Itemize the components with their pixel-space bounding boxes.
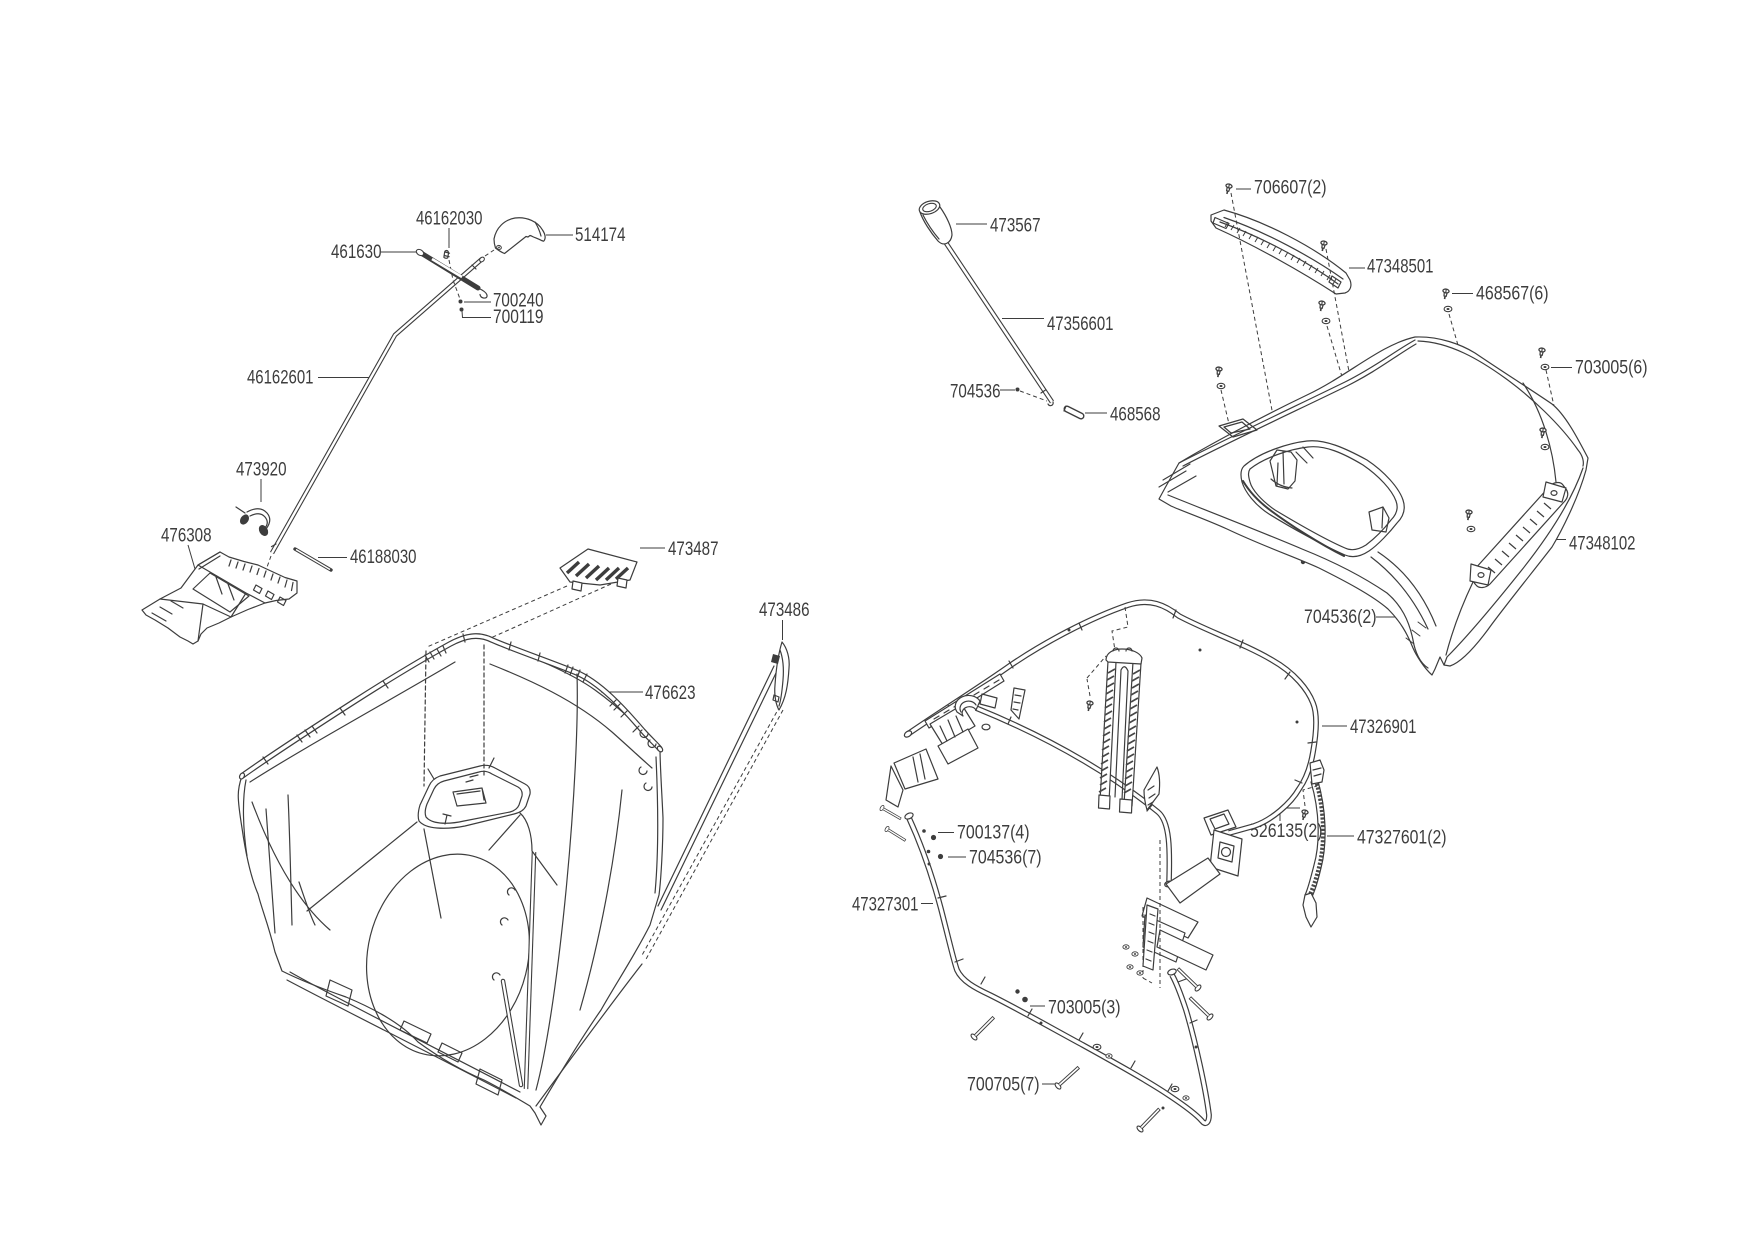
svg-text:700240: 700240 bbox=[493, 290, 544, 312]
svg-text:473567: 473567 bbox=[990, 215, 1041, 237]
svg-text:46162030: 46162030 bbox=[416, 208, 483, 230]
svg-text:706607(2): 706607(2) bbox=[1254, 177, 1327, 199]
svg-text:468568: 468568 bbox=[1110, 404, 1161, 426]
svg-text:704536: 704536 bbox=[950, 381, 1001, 403]
svg-text:476308: 476308 bbox=[161, 525, 212, 547]
svg-text:47348102: 47348102 bbox=[1569, 533, 1636, 555]
svg-text:473486: 473486 bbox=[759, 599, 810, 621]
svg-text:46188030: 46188030 bbox=[350, 546, 417, 568]
svg-text:47327301: 47327301 bbox=[852, 894, 919, 916]
svg-text:704536(7): 704536(7) bbox=[969, 847, 1042, 869]
svg-text:47326901: 47326901 bbox=[1350, 716, 1417, 738]
svg-text:46162601: 46162601 bbox=[247, 367, 314, 389]
svg-text:47348501: 47348501 bbox=[1367, 256, 1434, 278]
svg-text:700705(7): 700705(7) bbox=[967, 1074, 1040, 1096]
svg-text:468567(6): 468567(6) bbox=[1476, 283, 1549, 305]
svg-text:700119: 700119 bbox=[493, 306, 544, 328]
svg-text:47327601(2): 47327601(2) bbox=[1357, 827, 1447, 849]
svg-text:47356601: 47356601 bbox=[1047, 313, 1114, 335]
svg-text:703005(3): 703005(3) bbox=[1048, 997, 1121, 1019]
svg-text:461630: 461630 bbox=[331, 241, 382, 263]
svg-text:476623: 476623 bbox=[645, 682, 696, 704]
svg-text:473920: 473920 bbox=[236, 459, 287, 481]
svg-text:526135(2): 526135(2) bbox=[1250, 820, 1323, 842]
svg-text:473487: 473487 bbox=[668, 538, 719, 560]
svg-text:703005(6): 703005(6) bbox=[1575, 357, 1648, 379]
svg-text:514174: 514174 bbox=[575, 224, 626, 246]
svg-text:700137(4): 700137(4) bbox=[957, 822, 1030, 844]
svg-text:704536(2): 704536(2) bbox=[1304, 606, 1377, 628]
